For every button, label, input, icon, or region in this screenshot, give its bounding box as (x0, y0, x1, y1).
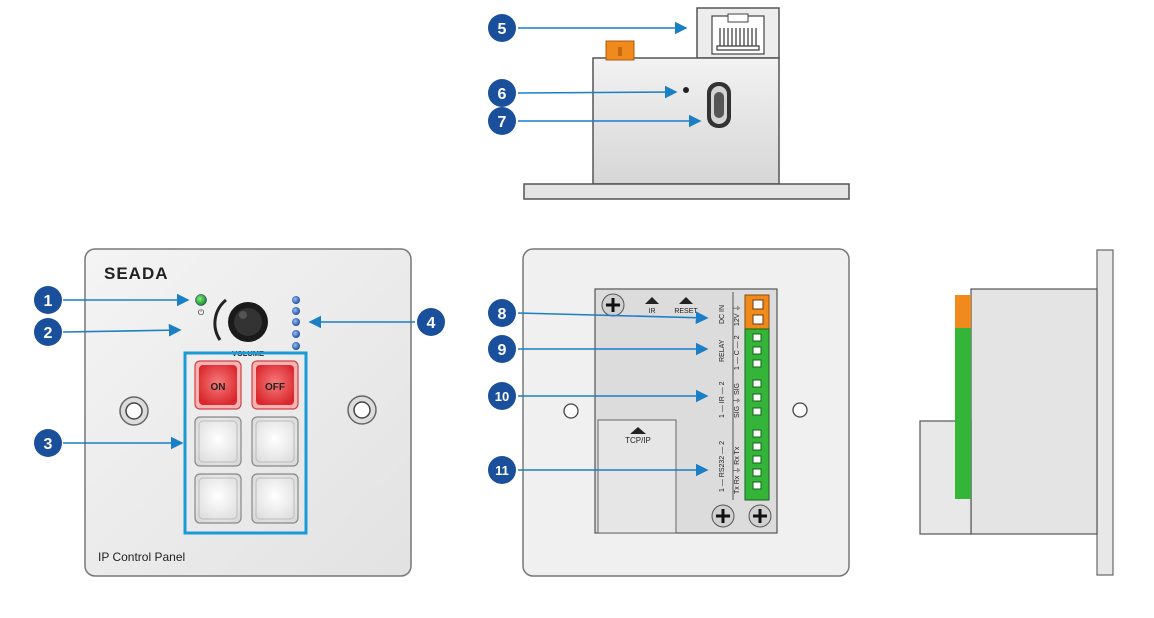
product-name: IP Control Panel (98, 550, 185, 564)
callout-6: 6 (488, 79, 516, 107)
on-button-label: ON (211, 382, 226, 393)
rear-panel: TCP/IP IR RESET DC IN 12V ⏚ RELAY 1 — C … (522, 248, 850, 577)
callout-number: 3 (44, 436, 53, 453)
reset-arrow-icon (679, 297, 693, 304)
blank-button-5[interactable] (194, 473, 242, 524)
power-icon: ⏻ (198, 308, 205, 317)
keypad: ON OFF (194, 360, 299, 524)
callout-8: 8 (488, 299, 516, 327)
volume-led (292, 342, 300, 350)
tcpip-port-area (597, 419, 677, 534)
rear-mount-hole-left (563, 403, 579, 419)
blank-button-4[interactable] (251, 416, 299, 467)
callout-9: 9 (488, 335, 516, 363)
relay-pins-label: 1 — C — 2 (734, 335, 741, 370)
side-dc-terminal (955, 295, 971, 328)
off-button[interactable] (256, 365, 294, 405)
dc-pins-label: 12V ⏚ (733, 305, 741, 326)
callout-number: 11 (495, 463, 509, 478)
callout-number: 7 (498, 114, 507, 131)
front-panel: SEADA ⏻ VOLUME ON OFF (84, 248, 412, 577)
screw-icon (748, 504, 772, 528)
volume-arc (213, 298, 227, 341)
callout-1: 1 (34, 286, 62, 314)
reset-label: RESET (674, 308, 698, 315)
dc-in-label: DC IN (719, 305, 726, 324)
side-green-terminal (955, 328, 971, 499)
rs232-label: 1 — RS232 — 2 (719, 441, 726, 492)
ir-port-label: 1 — IR — 2 (719, 381, 726, 418)
callout-number: 1 (44, 293, 53, 310)
callout-number: 10 (495, 389, 509, 404)
ir-pins-label: SIG ⏚ SIG (733, 383, 741, 418)
callout-number: 6 (498, 86, 507, 103)
callout-number: 8 (498, 306, 507, 323)
status-led-hole (683, 87, 689, 93)
green-terminal-block (744, 328, 770, 501)
side-view (919, 249, 1114, 576)
callout-11: 11 (488, 456, 516, 484)
volume-led-bar (292, 296, 300, 350)
callout-number: 2 (44, 325, 53, 342)
on-button[interactable] (199, 365, 237, 405)
relay-label: RELAY (719, 339, 726, 362)
volume-led (292, 307, 300, 315)
arrow-2 (62, 323, 182, 337)
callout-number: 4 (427, 315, 436, 332)
tcpip-label: TCP/IP (625, 436, 651, 445)
button-group-highlight (183, 351, 308, 535)
blank-button-3[interactable] (194, 416, 242, 467)
arrow-8 (517, 311, 709, 325)
callout-7: 7 (488, 107, 516, 135)
blank-button-6[interactable] (251, 473, 299, 524)
callout-10: 10 (488, 382, 516, 410)
rj45-pins-icon (716, 28, 760, 51)
top-view (523, 7, 850, 200)
off-button-label: OFF (265, 382, 285, 393)
ir-label: IR (649, 308, 656, 315)
volume-led (292, 330, 300, 338)
screw-icon (711, 504, 735, 528)
arrow-6 (517, 85, 678, 99)
rear-mount-hole-right (792, 402, 808, 418)
screw-icon (601, 293, 625, 317)
callout-number: 9 (498, 342, 507, 359)
callout-3: 3 (34, 429, 62, 457)
side-module-body (970, 288, 1098, 535)
volume-led (292, 296, 300, 304)
side-faceplate (1096, 249, 1114, 576)
volume-led (292, 318, 300, 326)
callout-arrows (62, 21, 709, 477)
top-mount-plate (523, 183, 850, 200)
power-led (195, 294, 207, 306)
brand-logo: SEADA (104, 264, 169, 283)
ir-arrow-icon (645, 297, 659, 304)
dc-terminal (744, 294, 770, 330)
callout-2: 2 (34, 318, 62, 346)
rs232-pins-label: Tx Rx ⏚ Rx Tx (733, 446, 741, 494)
callout-5: 5 (488, 14, 516, 42)
callout-number: 5 (498, 21, 507, 38)
callout-4: 4 (417, 308, 445, 336)
tcpip-arrow-icon (630, 427, 646, 434)
